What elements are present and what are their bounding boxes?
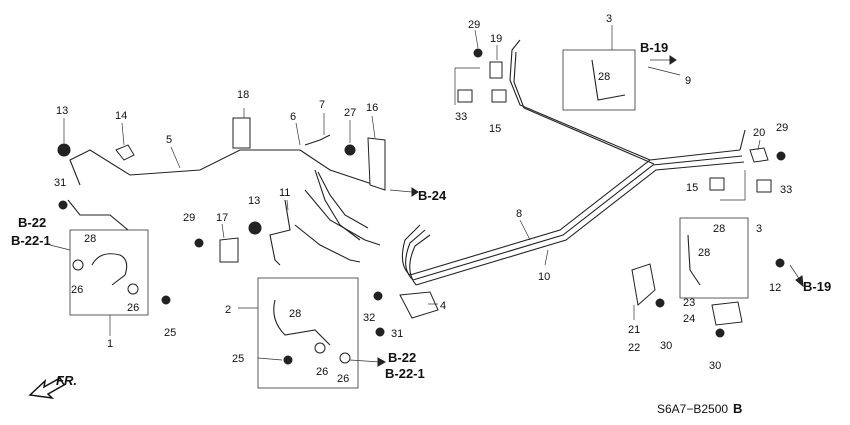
callout-26-lower-b: 26 [337,373,349,385]
callout-3-right: 3 [756,223,762,235]
callout-26-left-a: 26 [71,284,83,296]
callout-25-lower: 25 [232,353,244,365]
callout-13: 13 [56,105,68,117]
callout-29: 29 [468,19,480,31]
diagram-code-text: S6A7−B2500 [657,402,728,416]
front-direction-indicator: FR. [28,373,77,400]
front-label: FR. [56,373,77,388]
callout-28-right-a: 28 [713,223,725,235]
callout-31-lower: 31 [391,328,403,340]
callout-33: 33 [455,111,467,123]
callout-1: 1 [107,338,113,350]
callout-4: 4 [440,300,446,312]
front-arrow-icon [28,376,66,400]
callout-20: 20 [753,127,765,139]
callout-26-lower-a: 26 [316,366,328,378]
callout-33-right: 33 [780,184,792,196]
callout-18: 18 [237,89,249,101]
callout-5: 5 [166,134,172,146]
callout-29-mid: 29 [183,212,195,224]
callout-2: 2 [225,304,231,316]
callout-28: 28 [598,71,610,83]
callout-b-22-left: B-22 [18,215,46,230]
callout-21: 21 [628,324,640,336]
callout-27: 27 [344,107,356,119]
callout-25-left: 25 [164,327,176,339]
callout-b-22-1-lower: B-22-1 [385,366,425,381]
assembly-frames [69,49,749,389]
callout-13-lower: 13 [248,195,260,207]
callout-23: 23 [683,297,695,309]
callout-29-right: 29 [776,122,788,134]
callout-28-left: 28 [84,233,96,245]
callout-19: 19 [490,33,502,45]
callout-10: 10 [538,271,550,283]
callout-b-24: B-24 [418,188,447,203]
callout-labels: 29 3 19 B-19 28 9 33 15 18 7 27 16 13 14… [11,13,831,385]
callout-7: 7 [319,99,325,111]
callout-6: 6 [290,111,296,123]
callout-b-19-right: B-19 [803,279,831,294]
callout-17: 17 [216,212,228,224]
callout-9: 9 [685,75,691,87]
callout-16: 16 [366,102,378,114]
diagram-code-suffix: B [733,401,742,416]
callout-32: 32 [363,312,375,324]
callout-8: 8 [516,208,522,220]
callout-12: 12 [769,282,781,294]
callout-24: 24 [683,313,695,325]
callout-22: 22 [628,342,640,354]
callout-31: 31 [54,177,66,189]
callout-3: 3 [606,13,612,25]
diagram-code: S6A7−B2500 B [657,401,742,416]
callout-15-right: 15 [686,182,698,194]
callout-11: 11 [279,187,290,199]
callout-30-b: 30 [709,360,721,372]
reference-arrows [49,55,804,367]
callout-b-19-top: B-19 [640,40,668,55]
parts [57,48,786,365]
callout-b-22-lower: B-22 [388,350,416,365]
leader-lines [63,25,761,361]
callout-26-left-b: 26 [127,302,139,314]
callout-30-a: 30 [660,340,672,352]
brake-pipes [67,39,746,286]
callout-b-22-1-left: B-22-1 [11,233,51,248]
callout-15: 15 [489,123,501,135]
callout-28-lower: 28 [289,308,301,320]
callout-14: 14 [115,110,127,122]
callout-28-right-b: 28 [698,247,710,259]
